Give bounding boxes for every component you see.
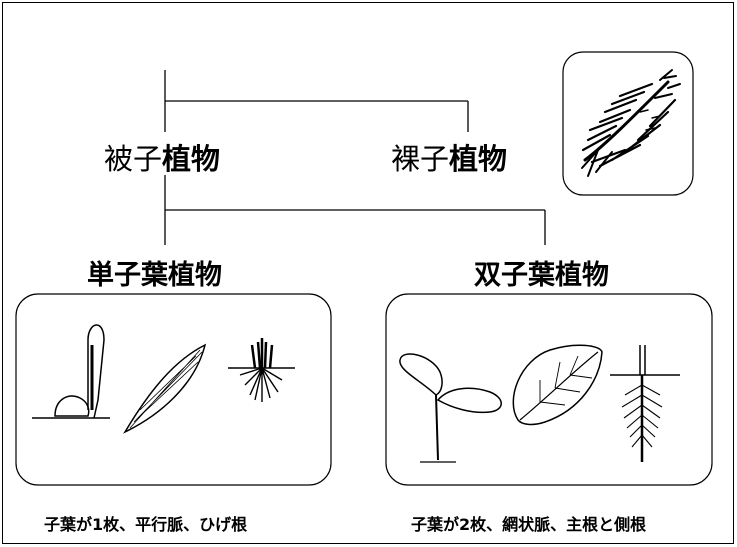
dicot-picture-box: [385, 293, 713, 486]
gymnosperm-suffix: 植物: [449, 142, 508, 176]
gymnosperm-label: 裸子植物: [391, 136, 507, 178]
dicot-seedling-illustration: [399, 353, 502, 463]
monocot-caption: 子葉が1枚、平行脈、ひげ根: [44, 515, 248, 534]
parallel-vein-leaf-illustration: [123, 343, 207, 434]
fibrous-root-illustration: [228, 338, 295, 402]
dicot-caption: 子葉が2枚、網状脈、主根と側根: [411, 515, 647, 534]
gymnosperm-prefix: 裸子: [391, 142, 450, 176]
monocot-seedling-illustration: [32, 324, 110, 419]
angiosperm-label: 被子植物: [104, 136, 220, 178]
monocot-title: 単子葉植物: [87, 260, 222, 291]
net-vein-leaf-illustration: [512, 344, 603, 426]
conifer-branch-illustration: [581, 69, 681, 177]
dicot-title: 双子葉植物: [474, 260, 609, 291]
taproot-illustration: [610, 345, 680, 462]
angiosperm-suffix: 植物: [162, 142, 221, 176]
tree-lines: [164, 70, 546, 245]
monocot-picture-box: [15, 293, 332, 486]
angiosperm-prefix: 被子: [104, 142, 163, 176]
